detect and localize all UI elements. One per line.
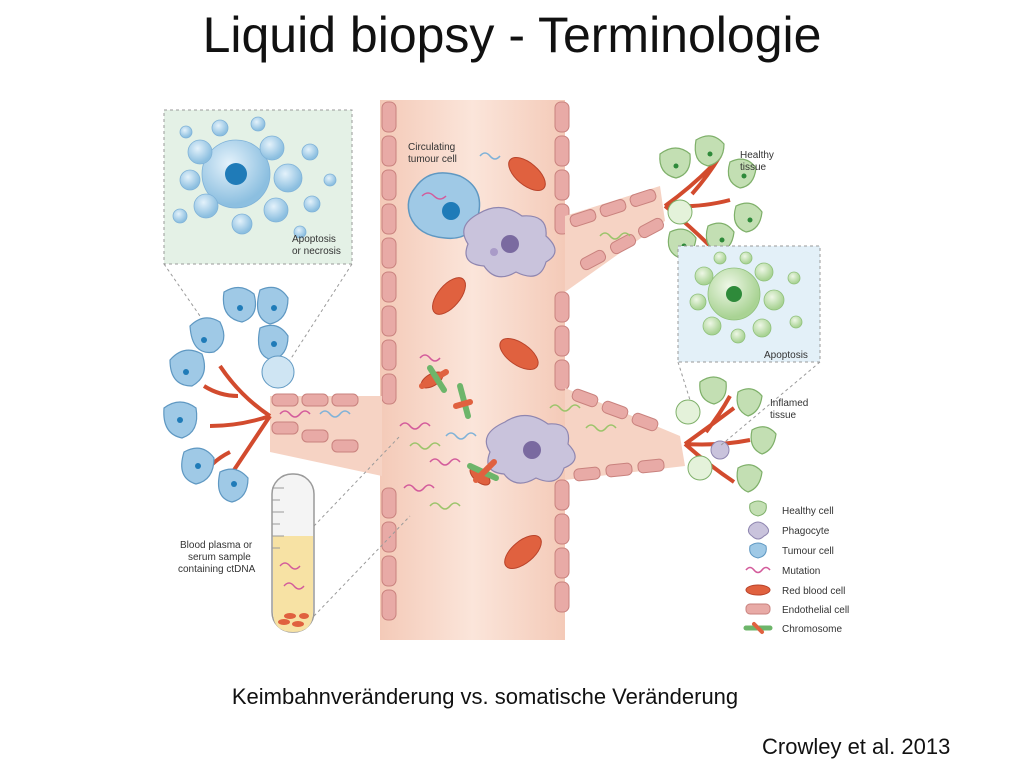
inflamed-tissue [675,376,777,493]
apoptosis-necrosis-inset [163,109,353,265]
phagocyte-lower [485,414,576,484]
label-inflamed-line1: Inflamed [770,398,808,409]
apoptosis-inset [677,245,821,363]
legend-item-endothelial-cell: Endothelial cell [745,603,849,616]
legend-item-tumour-cell: Tumour cell [749,542,834,559]
label-healthy-line2: tissue [740,162,767,173]
label-inflamed-line2: tissue [770,410,797,421]
legend-item-mutation: Mutation [745,566,820,577]
label-circulating-line2: tumour cell [408,154,457,165]
tumour-tissue [163,286,295,503]
slide-title: Liquid biopsy - Terminologie [202,7,822,63]
healthy-cell-icon [749,500,767,517]
circulating-tumour-cell [407,172,481,240]
svg-text:Phagocyte: Phagocyte [782,526,830,537]
right-lower-branch-vessel [565,388,685,482]
legend-item-phagocyte: Phagocyte [747,521,830,540]
liquid-biopsy-diagram: Circulating tumour cell Apoptosis or nec… [160,96,880,646]
label-circulating-line1: Circulating [408,142,455,153]
svg-text:Mutation: Mutation [782,566,820,577]
healthy-tissue [659,135,763,259]
legend-item-chromosome: Chromosome [743,622,842,635]
label-apoptosis-necrosis-line1: Apoptosis [292,234,336,245]
tumour-cell-icon [749,542,767,559]
label-healthy-line1: Healthy [740,150,774,161]
legend-item-red-blood-cell: Red blood cell [745,584,845,597]
legend: Healthy cell Phagocyte Tumour cell Mutat… [743,500,849,635]
svg-text:Red blood cell: Red blood cell [782,586,845,597]
svg-text:Tumour cell: Tumour cell [782,546,834,557]
zoom-connectors [163,263,821,617]
phagocyte-upper [463,206,556,278]
chromosomes [419,365,499,483]
legend-item-healthy-cell: Healthy cell [749,500,834,517]
svg-text:Chromosome: Chromosome [782,624,842,635]
chromosome-icon [743,622,773,634]
mutation-icon [745,566,771,574]
label-apoptosis: Apoptosis [764,350,808,361]
phagocyte-icon [747,521,770,540]
label-apoptosis-necrosis-line2: or necrosis [292,246,341,257]
plasma-test-tube [271,473,315,633]
svg-text:Endothelial cell: Endothelial cell [782,605,849,616]
citation: Crowley et al. 2013 [762,734,951,759]
left-branch-vessel [270,393,382,476]
red-blood-cell-icon [745,584,771,596]
slide-subtitle: Keimbahnveränderung vs. somatische Verän… [231,684,739,709]
ctdna-fragments [279,152,631,510]
label-plasma-line3: containing ctDNA [178,564,256,575]
label-plasma-line1: Blood plasma or [180,540,253,551]
svg-text:Healthy cell: Healthy cell [782,506,834,517]
endothelial-cell-icon [745,603,771,615]
label-plasma-line2: serum sample [188,552,251,563]
